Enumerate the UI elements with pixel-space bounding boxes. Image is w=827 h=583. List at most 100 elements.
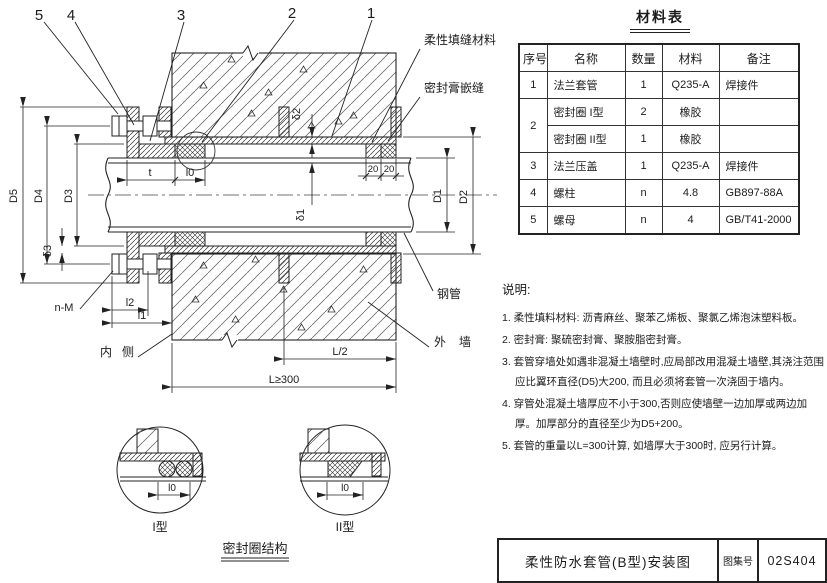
cell-name: 密封圈 II型 [546,125,626,153]
detail1-label: I型 [152,520,167,534]
cell-material: Q235-A [661,152,720,180]
dim-l2: l2 [126,297,135,309]
outer-wall-label: 外墙 [434,335,484,349]
cell-note: 焊接件 [718,71,800,99]
atlas-number: 02S404 [767,553,817,568]
drawing-title: 柔性防水套管(B型)安装图 [499,540,719,581]
note-item-5: 5. 套管的重量以L=300计算, 如墙厚大于300时, 应另行计算。 [502,440,783,452]
table-row: 1 法兰套管 1 Q235-A 焊接件 [518,71,800,99]
detail-caption: 密封圈结构 [222,541,287,556]
seal-detail-type2 [299,424,391,516]
cell-name: 法兰压盖 [546,152,626,180]
note-item-4: 4. 穿管处混凝土墙厚应不小于300,否则应使墙壁一边加厚或两边加厚。加厚部分的… [502,398,808,430]
cell-no: 3 [518,152,548,180]
flexible-filler-top [365,143,382,159]
part-number-1: 1 [367,5,375,22]
wall-break-top [242,44,259,62]
flange-pressure-cover [126,106,176,284]
cell-note: GB897-88A [718,179,800,207]
seal-detail-type1 [116,426,206,514]
dim-n-m: n-M [55,302,74,314]
cell-material: 4 [661,206,720,235]
dim-delta3: δ3 [42,245,54,257]
dim-d1: D1 [432,189,444,203]
detail2-l0: l0 [341,483,349,494]
col-material: 材料 [661,43,720,72]
table-row: 密封圈 II型 1 橡胶 [519,125,800,153]
steel-pipe-label: 钢管 [437,286,461,301]
materials-table: 序号 名称 数量 材料 备注 1 法兰套管 1 Q235-A 焊接件 2 密封圈… [518,43,800,235]
table-row: 4 螺柱 n 4.8 GB897-88A [518,179,800,207]
dim-d2: D2 [458,190,470,204]
sealant-caulk-label: 密封膏嵌缝 [424,80,484,95]
callout-labels: 柔性填缝材料 密封膏嵌缝 钢管 外墙 内侧 [100,32,496,359]
cell-no: 4 [518,179,548,207]
note-item-1: 1. 柔性填料材料: 沥青麻丝、聚苯乙烯板、聚氯乙烯泡沫塑料板。 [502,312,804,324]
col-note: 备注 [718,43,800,72]
part-numbers: 5 4 3 2 1 [35,5,375,24]
joint-filler-and-sealant [365,143,397,247]
cell-qty: 1 [624,71,663,99]
dim-delta1: δ1 [295,209,307,221]
col-qty: 数量 [624,43,663,72]
cell-name: 螺母 [546,206,626,235]
note-item-3: 3. 套管穿墙处如遇非混凝土墙壁时,应局部改用混凝土墙壁,其浇注范围应比翼环直径… [502,356,825,388]
flexible-filler-bottom [365,231,382,247]
dim-d4: D4 [33,189,45,203]
dimension-lines [20,97,481,393]
sealant-bottom [380,231,397,247]
table-header-row: 序号 名称 数量 材料 备注 [518,43,800,72]
cell-material: 4.8 [661,179,720,207]
end-ring-bottom [390,252,402,284]
cover-sleeve-bottom [138,231,176,247]
dim-t: t [148,167,151,179]
dimension-labels: D5 D4 D3 δ3 δ2 δ1 D1 D2 t l0 20 20 l2 l1… [8,108,470,386]
wing-ring-top [278,106,290,138]
detail-caption-underline [221,557,289,562]
cell-no: 2 [518,98,548,153]
cell-material: 橡胶 [661,98,720,126]
cell-name: 密封圈 I型 [546,98,626,126]
dim-d3: D3 [63,189,75,203]
cover-sleeve-top [138,143,176,159]
cell-note: 焊接件 [718,152,800,180]
part-number-5: 5 [35,7,43,24]
dim-l-half: L/2 [332,346,347,358]
cell-no: 1 [518,71,548,99]
leader-lines [43,19,434,358]
cell-material: Q235-A [661,71,720,99]
wing-ring-bottom [278,252,290,284]
notes-section: 说明: 1. 柔性填料材料: 沥青麻丝、聚苯乙烯板、聚氯乙烯泡沫塑料板。 2. … [502,280,824,458]
inner-side-label: 内侧 [100,345,144,359]
cell-qty: n [624,206,663,235]
detail2-label: II型 [336,520,355,534]
dim-20-left: 20 [368,164,379,175]
col-name: 名称 [546,43,626,72]
cell-material: 橡胶 [661,125,720,153]
col-serial: 序号 [518,43,548,72]
dim-20-right: 20 [384,164,395,175]
detail-labels: l0 l0 I型 II型 密封圈结构 [152,483,354,556]
casing-wall-top [164,136,397,145]
wall-break-bottom [221,331,238,349]
flexible-filler-label: 柔性填缝材料 [424,32,496,47]
cell-qty: 1 [624,125,663,153]
notes-heading: 说明: [502,283,531,297]
casing-wall-bottom [164,245,397,254]
rubber-seal-rings [174,143,206,247]
atlas-number-label: 图集号 [719,540,759,581]
dim-l1: l1 [138,310,147,322]
detail1-l0: l0 [168,483,176,494]
pipe-break-right [408,157,414,233]
part-number-4: 4 [67,7,75,24]
cell-name: 螺柱 [546,179,626,207]
cell-qty: 2 [624,98,663,126]
seal-detail-balloon [176,131,216,171]
part-number-2: 2 [288,5,296,22]
title-block: 柔性防水套管(B型)安装图 图集号 02S404 [497,538,827,583]
table-row: 5 螺母 n 4 GB/T41-2000 [518,206,800,235]
cell-note [718,125,800,153]
installation-drawing: 5 4 3 2 1 柔性填缝材料 密封膏嵌缝 钢管 外墙 内侧 D5 D4 D3… [8,5,497,562]
sealant-top [380,143,397,159]
